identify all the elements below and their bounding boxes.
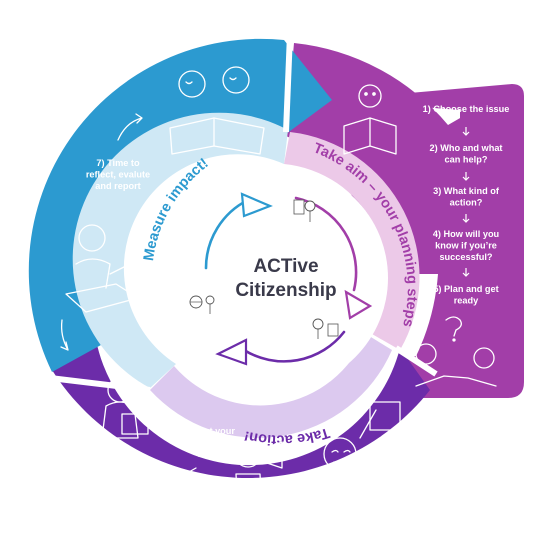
planning-step-4: 4) How will you [433, 229, 499, 239]
planning-step-2: 2) Who and what [430, 143, 503, 153]
center-title-line2: Citizenship [235, 280, 336, 301]
curved-arrow-icon [117, 113, 143, 141]
action-inner-ring [150, 334, 392, 438]
curved-arrow-icon [60, 319, 69, 351]
planning-step-1: 1) Choose the issue [423, 104, 510, 114]
planning-step-5: 5) Plan and get [433, 284, 498, 294]
cycle-arrow-icon [204, 198, 250, 270]
action-step-text: action [197, 449, 224, 459]
child-banner-icon [101, 377, 149, 439]
children-book-icon [169, 66, 265, 155]
segment-dividers [49, 33, 438, 393]
action-segment [52, 334, 430, 479]
reflect-step-text: reflect, evalute [86, 170, 150, 180]
action-step-text: 6) Put your [187, 426, 235, 436]
planning-step-4: know if you’re [435, 241, 497, 251]
child-reading-icon [343, 84, 397, 155]
cycle-arrow-icon [344, 289, 373, 320]
action-outer-ring [52, 340, 430, 479]
children-discussing-icon [415, 316, 497, 387]
measure-inner-ring [72, 112, 288, 388]
center-title-line1: ACTive [253, 256, 318, 277]
children-megaphone-icon [234, 440, 283, 515]
curved-arrow-icon [411, 439, 439, 467]
measure-segment [28, 38, 332, 388]
planning-step-3: action? [450, 198, 483, 208]
planning-tab [330, 84, 524, 398]
planning-step-5: ready [454, 296, 479, 306]
globe-icon [189, 295, 215, 314]
center-disc [164, 166, 388, 390]
cycle-arrow-icon [242, 330, 346, 363]
planning-step-2: can help? [445, 155, 488, 165]
cycle-arrow-icon [215, 338, 248, 366]
reflect-step-text: 7) Time to [96, 158, 140, 168]
cycle-arrow-icon [240, 192, 273, 218]
planning-steps: 1) Choose the issue 2) Who and what can he… [423, 104, 510, 306]
curved-arrow-icon [167, 467, 197, 480]
child-writing-icon [312, 318, 339, 339]
planning-step-3: 3) What kind of [433, 186, 500, 196]
child-sign-icon [319, 401, 401, 511]
child-reading-icon [293, 199, 316, 222]
flow-arrows [60, 113, 439, 480]
step-arrows [462, 127, 470, 277]
reflect-step-text: and report [95, 181, 140, 191]
child-writing-icon [65, 224, 139, 313]
cycle-arrowheads [215, 192, 373, 366]
action-step-text: plan into [192, 438, 231, 448]
planning-step-4: successful? [439, 252, 492, 262]
